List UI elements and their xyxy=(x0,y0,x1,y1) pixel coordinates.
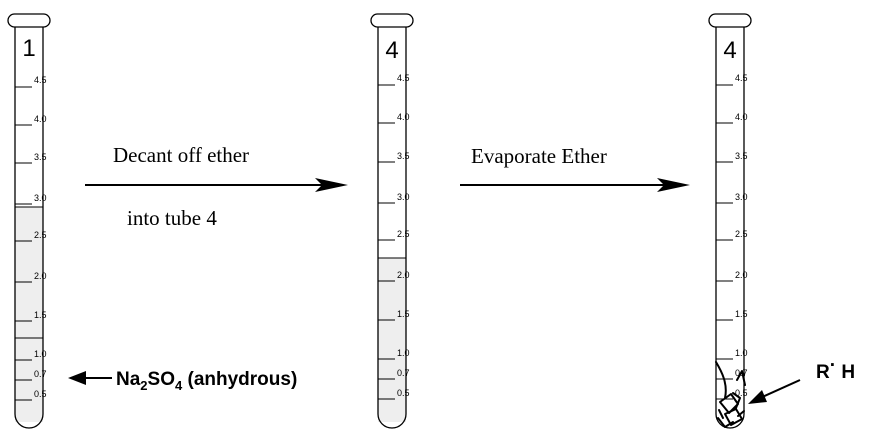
graduation-mark: 4.0 xyxy=(716,112,748,124)
graduation-label: 2.5 xyxy=(397,229,410,239)
graduation-label: 0.5 xyxy=(397,388,410,398)
graduation-mark: 1.5 xyxy=(378,309,410,321)
graduation-mark: 4.5 xyxy=(378,73,410,86)
graduation-mark: 2.0 xyxy=(716,270,748,282)
graduation-label: 4.5 xyxy=(735,73,748,83)
graduation-mark: 4.5 xyxy=(716,73,748,86)
step-1-line-1: Decant off ether xyxy=(113,143,249,167)
drying-agent-callout: Na2SO4 (anhydrous) xyxy=(68,369,297,393)
graduation-mark: 2.5 xyxy=(15,230,47,242)
graduation-mark: 1.0 xyxy=(378,348,410,360)
graduation-label: 2.5 xyxy=(735,229,748,239)
graduation-mark: 3.0 xyxy=(378,192,410,204)
tube-4-after-rim xyxy=(708,13,752,28)
step-1-arrowhead xyxy=(315,178,348,192)
graduation-label: 0.5 xyxy=(34,389,47,399)
graduation-label: 4.5 xyxy=(397,73,410,83)
tube-4-liquid xyxy=(378,258,406,422)
graduation-label: 4.0 xyxy=(397,112,410,122)
graduation-label: 1.5 xyxy=(397,309,410,319)
graduation-label: 1.5 xyxy=(735,309,748,319)
step-1: Decant off ether into tube 4 xyxy=(85,143,348,230)
graduation-mark: 3.5 xyxy=(378,151,410,163)
graduation-label: 1.0 xyxy=(397,348,410,358)
graduation-mark: 2.5 xyxy=(378,229,410,241)
tube-4-after-graduations: 4.5 4.0 3.5 3.0 2.5 2.0 1.5 1.0 0.7 0.5 xyxy=(716,73,748,400)
graduation-mark: 3.5 xyxy=(716,151,748,163)
step-2-arrowhead xyxy=(657,178,690,192)
graduation-label: 3.5 xyxy=(735,151,748,161)
step-2-line-1: Evaporate Ether xyxy=(471,144,607,168)
graduation-label: 1.0 xyxy=(735,348,748,358)
graduation-mark: 1.0 xyxy=(716,348,748,360)
graduation-mark: 2.0 xyxy=(15,271,47,283)
product-arrow-shaft xyxy=(759,379,801,399)
tube-4-outline xyxy=(377,27,407,429)
tube-4-after-outline xyxy=(715,27,745,429)
graduation-mark: 2.0 xyxy=(378,270,410,282)
tube-1-rim xyxy=(7,13,51,28)
graduation-label: 2.0 xyxy=(735,270,748,280)
graduation-mark: 1.5 xyxy=(15,310,47,322)
tube-1-number: 1 xyxy=(22,35,35,62)
product-arrowhead xyxy=(748,390,767,404)
tube-4-graduations: 4.5 4.0 3.5 3.0 2.5 2.0 1.5 1.0 0.7 0.5 xyxy=(378,73,410,400)
graduation-mark: 4.5 xyxy=(15,75,47,88)
graduation-mark: 3.5 xyxy=(15,152,47,164)
graduation-mark: 0.5 xyxy=(15,389,47,401)
tube-1: 1 4.5 4.0 3.5 3.0 2.5 2.0 1.5 1.0 0.7 0.… xyxy=(7,13,51,429)
graduation-label: 0.7 xyxy=(397,368,410,378)
graduation-mark: 4.0 xyxy=(378,112,410,124)
tube-4-number: 4 xyxy=(385,37,398,64)
product-callout: R· H xyxy=(748,355,855,404)
tube-4-rim xyxy=(370,13,414,28)
step-2: Evaporate Ether xyxy=(460,144,690,192)
graduation-label: 3.0 xyxy=(735,192,748,202)
graduation-label: 4.5 xyxy=(34,75,47,85)
graduation-label: 4.0 xyxy=(735,112,748,122)
tube-4-after-number: 4 xyxy=(723,37,736,64)
graduation-mark: 0.7 xyxy=(15,369,47,381)
graduation-label: 2.0 xyxy=(397,270,410,280)
tube-1-outline xyxy=(14,27,44,429)
graduation-label: 0.7 xyxy=(34,369,47,379)
tube-1-liquid xyxy=(15,207,43,422)
graduation-label: 4.0 xyxy=(34,114,47,124)
tube-1-graduations: 4.5 4.0 3.5 3.0 2.5 2.0 1.5 1.0 0.7 0.5 xyxy=(15,75,47,401)
product-label: R· H xyxy=(816,355,855,383)
drying-agent-label: Na2SO4 (anhydrous) xyxy=(116,369,297,393)
graduation-label: 2.5 xyxy=(34,230,47,240)
graduation-label: 2.0 xyxy=(34,271,47,281)
graduation-label: 3.0 xyxy=(397,192,410,202)
graduation-label: 1.5 xyxy=(34,310,47,320)
tube-4-before: 4 4.5 4.0 3.5 3.0 2.5 2.0 1.5 1.0 0.7 0.… xyxy=(370,13,414,429)
solid-residue xyxy=(715,361,746,428)
tube-4-after: 4 4.5 4.0 3.5 3.0 2.5 2.0 1.5 1.0 0.7 0.… xyxy=(708,13,752,429)
graduation-mark: 1.5 xyxy=(716,309,748,321)
graduation-mark: 3.0 xyxy=(716,192,748,204)
graduation-mark: 4.0 xyxy=(15,114,47,126)
graduation-mark: 1.0 xyxy=(15,349,47,361)
step-1-line-2: into tube 4 xyxy=(127,206,217,230)
graduation-label: 0.5 xyxy=(735,388,748,398)
graduation-label: 3.5 xyxy=(34,152,47,162)
graduation-mark: 2.5 xyxy=(716,229,748,241)
graduation-mark: 0.7 xyxy=(378,368,410,380)
graduation-label: 3.5 xyxy=(397,151,410,161)
graduation-label: 3.0 xyxy=(34,193,47,203)
graduation-mark: 0.5 xyxy=(378,388,410,400)
callout-arrowhead xyxy=(68,371,86,385)
graduation-label: 1.0 xyxy=(34,349,47,359)
graduation-mark: 3.0 xyxy=(15,193,47,205)
